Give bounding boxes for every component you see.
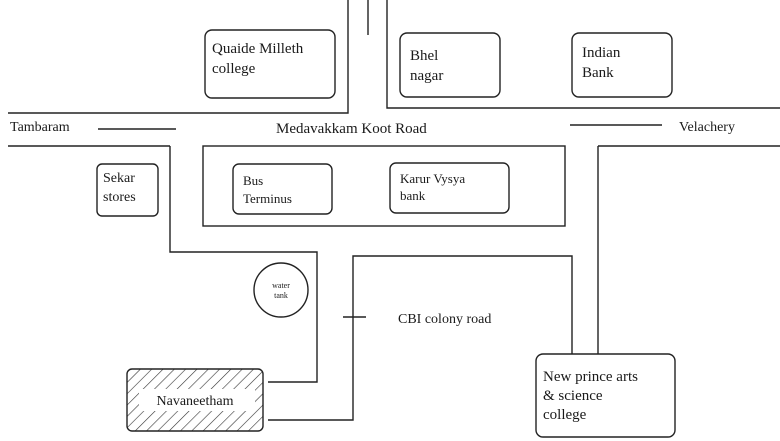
karur-label-line2: bank	[400, 188, 426, 203]
indian-bank-label-line2: Bank	[582, 65, 614, 81]
indian-bank-label-line1: Indian	[582, 45, 621, 61]
bus-label-line2: Terminus	[243, 191, 292, 206]
bhel-nagar: Bhel nagar	[399, 32, 501, 98]
indian-bank: Indian Bank	[571, 32, 673, 98]
tambaram-label: Tambaram	[10, 120, 70, 135]
main-road-north-edge-east	[386, 0, 780, 109]
new-prince-label-line1: New prince arts	[543, 369, 638, 385]
navaneetham-label: Navaneetham	[157, 394, 234, 409]
velachery-label: Velachery	[679, 120, 735, 135]
bhel-label-line1: Bhel	[410, 48, 438, 64]
southwest-road-west-edge	[169, 146, 318, 383]
navaneetham: Navaneetham	[126, 368, 264, 432]
sekar-stores: Sekar stores	[96, 163, 159, 217]
bus-terminus: Bus Terminus	[232, 163, 333, 215]
bus-label-line1: Bus	[243, 173, 263, 188]
cbi-colony-road-label: CBI colony road	[398, 312, 491, 327]
central-block	[202, 145, 566, 227]
karur-vysya-bank: Karur Vysya bank	[389, 162, 510, 214]
main-road-north-edge-west	[8, 0, 349, 114]
water-tank-label-line2: tank	[274, 291, 288, 300]
new-prince-label-line2: & science	[543, 388, 603, 404]
main-road-label: Medavakkam Koot Road	[276, 121, 427, 137]
new-prince-label-line3: college	[543, 407, 587, 423]
sekar-label-line1: Sekar	[103, 171, 135, 186]
road-network	[8, 0, 780, 421]
new-prince-arts-science-college: New prince arts & science college	[535, 353, 676, 438]
southwest-road-east-edge	[268, 255, 573, 421]
bhel-label-line2: nagar	[410, 68, 443, 84]
sekar-label-line2: stores	[103, 190, 136, 205]
water-tank-label-line1: water	[272, 281, 290, 290]
quaide-milleth-college: Quaide Milleth college	[204, 29, 336, 99]
water-tank: water tank	[253, 262, 309, 318]
quaide-label-line1: Quaide Milleth	[212, 41, 304, 57]
karur-label-line1: Karur Vysya	[400, 171, 465, 186]
quaide-label-line2: college	[212, 61, 256, 77]
